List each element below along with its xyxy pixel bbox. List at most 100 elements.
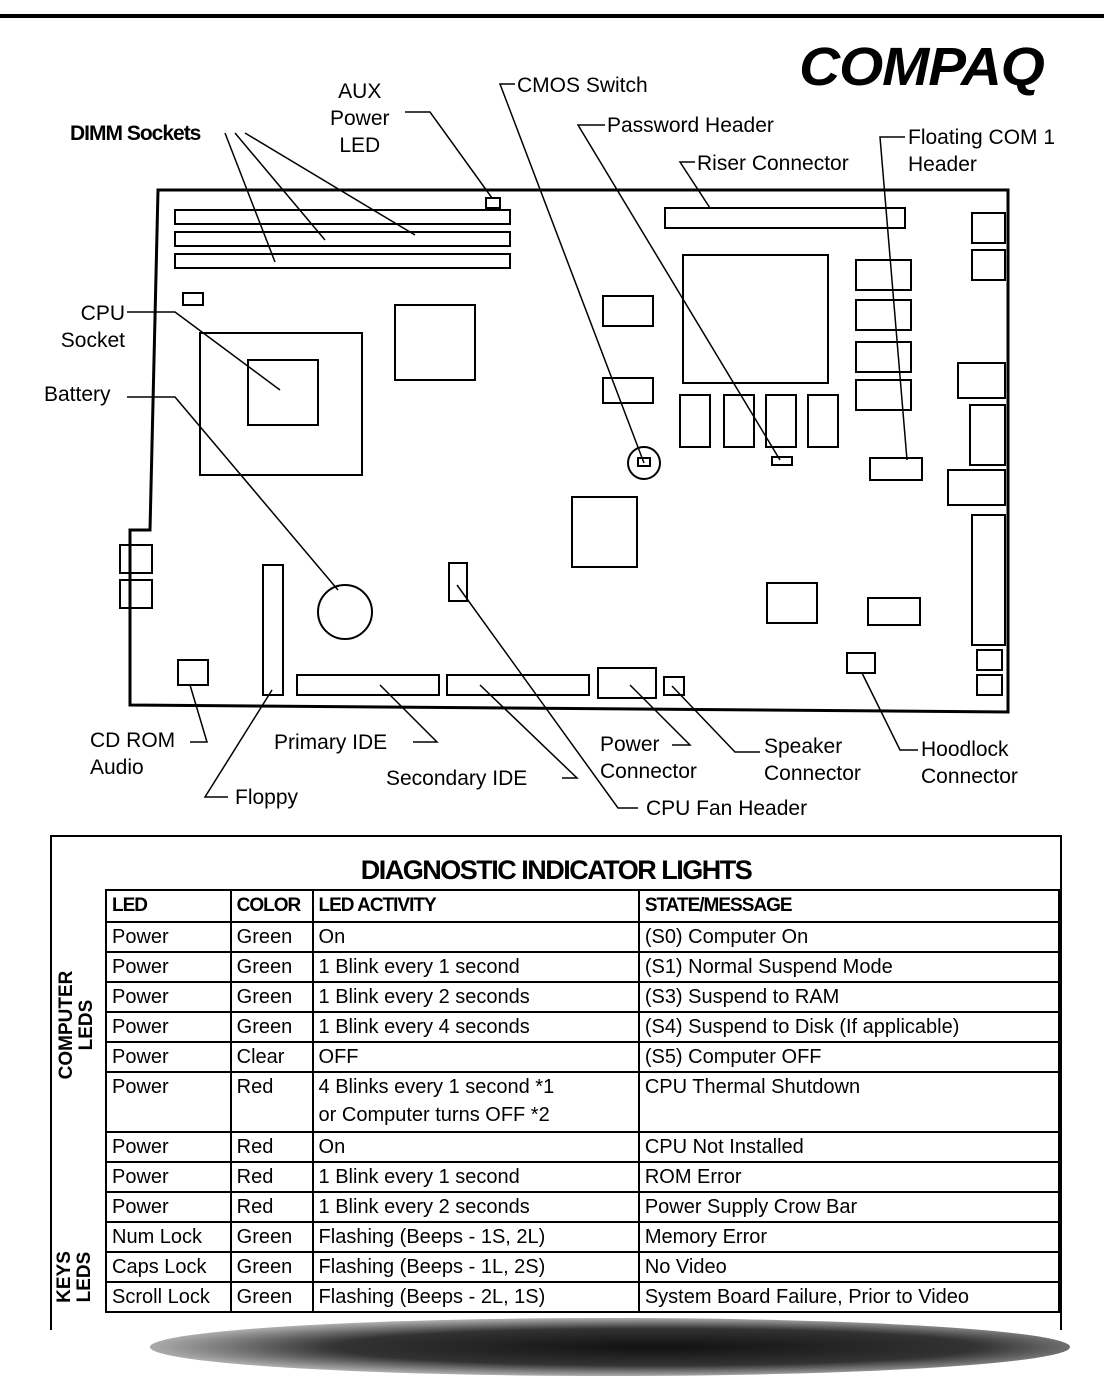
- leader-hoodlock: [861, 672, 918, 751]
- audio-port: [119, 579, 153, 609]
- cell-led: Scroll Lock: [105, 1281, 232, 1313]
- dimm-socket-3: [174, 253, 511, 269]
- chip: [679, 394, 711, 448]
- chip: [765, 394, 797, 448]
- io-port: [976, 674, 1003, 696]
- io-port: [976, 649, 1003, 671]
- table-header-row: LED COLOR LED ACTIVITY STATE/MESSAGE: [105, 889, 1061, 923]
- label-floppy: Floppy: [235, 786, 299, 809]
- aux-power-led: [485, 197, 501, 209]
- label-riser-connector: Riser Connector: [697, 152, 849, 175]
- diagnostic-table: LED COLOR LED ACTIVITY STATE/MESSAGE Pow…: [105, 889, 1061, 1313]
- chip: [867, 597, 921, 626]
- chip: [723, 394, 755, 448]
- cell-state: (S0) Computer On: [637, 921, 1061, 953]
- cell-activity: On: [311, 1131, 640, 1163]
- header-color: COLOR: [229, 889, 314, 923]
- cell-color: Green: [229, 1251, 314, 1283]
- cell-state: (S4) Suspend to Disk (If applicable): [637, 1011, 1061, 1043]
- dimm-socket-1: [174, 209, 511, 225]
- cell-led: Power: [105, 1041, 232, 1073]
- chip: [855, 299, 912, 331]
- chip: [807, 394, 839, 448]
- cmos-switch-button: [637, 457, 651, 467]
- southbridge-chip: [571, 496, 638, 568]
- io-port: [971, 514, 1006, 646]
- board-outline: [128, 188, 1010, 714]
- cell-state: Memory Error: [637, 1221, 1061, 1253]
- header-state-message: STATE/MESSAGE: [637, 889, 1061, 923]
- leader-cdrom: [189, 684, 209, 743]
- cell-activity: 1 Blink every 2 seconds: [311, 981, 640, 1013]
- label-cmos-switch: CMOS Switch: [517, 74, 648, 97]
- cell-led: Caps Lock: [105, 1251, 232, 1283]
- cell-activity: OFF: [311, 1041, 640, 1073]
- leader-cmos: [498, 83, 645, 464]
- cell-led: Power: [105, 1191, 232, 1223]
- leader-riser: [678, 161, 711, 209]
- leader-floppy: [203, 689, 273, 798]
- label-primary-ide: Primary IDE: [274, 731, 388, 754]
- group-label-keys-leds: KEYS LEDS: [54, 1251, 95, 1303]
- cell-state: CPU Thermal Shutdown: [637, 1071, 1061, 1133]
- floppy-connector: [262, 564, 284, 696]
- cmos-switch: [627, 446, 661, 480]
- label-power-connector: Power Connector: [600, 733, 697, 783]
- chip: [394, 304, 476, 381]
- cell-color: Red: [229, 1071, 314, 1133]
- system-board-diagram: [119, 83, 1010, 809]
- leader-com1: [879, 136, 908, 461]
- cell-color: Clear: [229, 1041, 314, 1073]
- cell-activity: Flashing (Beeps - 1S, 2L): [311, 1221, 640, 1253]
- cell-led: Power: [105, 1011, 232, 1043]
- hoodlock-connector: [846, 652, 876, 674]
- small-header: [182, 292, 204, 306]
- cell-color: Green: [229, 1281, 314, 1313]
- cell-led: Power: [105, 951, 232, 983]
- page-top-rule: [0, 14, 1104, 18]
- floating-com1-header: [869, 457, 923, 481]
- cell-state: (S1) Normal Suspend Mode: [637, 951, 1061, 983]
- leader-dimm-1: [224, 132, 276, 263]
- cell-activity: 1 Blink every 2 seconds: [311, 1191, 640, 1223]
- leader-primary-ide: [379, 684, 439, 743]
- io-port: [957, 362, 1006, 399]
- io-port: [971, 249, 1006, 281]
- northbridge-chip: [682, 254, 829, 384]
- cell-activity: 1 Blink every 4 seconds: [311, 1011, 640, 1043]
- cell-color: Green: [229, 951, 314, 983]
- chip: [855, 259, 912, 291]
- secondary-ide-connector: [446, 674, 590, 696]
- label-battery: Battery: [44, 383, 111, 406]
- io-port: [947, 469, 1006, 506]
- table-title: DIAGNOSTIC INDICATOR LIGHTS: [360, 855, 753, 885]
- cd-rom-audio-connector: [177, 659, 209, 686]
- chip: [855, 341, 912, 373]
- leader-secondary-ide: [479, 684, 579, 779]
- label-secondary-ide: Secondary IDE: [386, 767, 528, 790]
- cell-led: Power: [105, 1161, 232, 1193]
- label-cd-rom-audio: CD ROM Audio: [90, 729, 176, 779]
- cell-activity: On: [311, 921, 640, 953]
- cell-state: (S5) Computer OFF: [637, 1041, 1061, 1073]
- leader-power: [629, 684, 692, 746]
- diagnostic-table-box: DIAGNOSTIC INDICATOR LIGHTS COMPUTER LED…: [50, 835, 1062, 1330]
- power-connector: [597, 667, 657, 699]
- cell-state: ROM Error: [637, 1161, 1061, 1193]
- cpu-core: [247, 359, 319, 426]
- cell-activity: Flashing (Beeps - 1L, 2S): [311, 1251, 640, 1283]
- chip: [855, 379, 912, 411]
- label-aux-power-led: AUX Power LED: [330, 80, 390, 157]
- cell-color: Green: [229, 1011, 314, 1043]
- group-label-computer-leds: COMPUTER LEDS: [56, 970, 97, 1080]
- cell-color: Red: [229, 1161, 314, 1193]
- leader-dimm-2: [234, 132, 326, 241]
- io-port: [969, 404, 1006, 466]
- io-port: [971, 212, 1006, 244]
